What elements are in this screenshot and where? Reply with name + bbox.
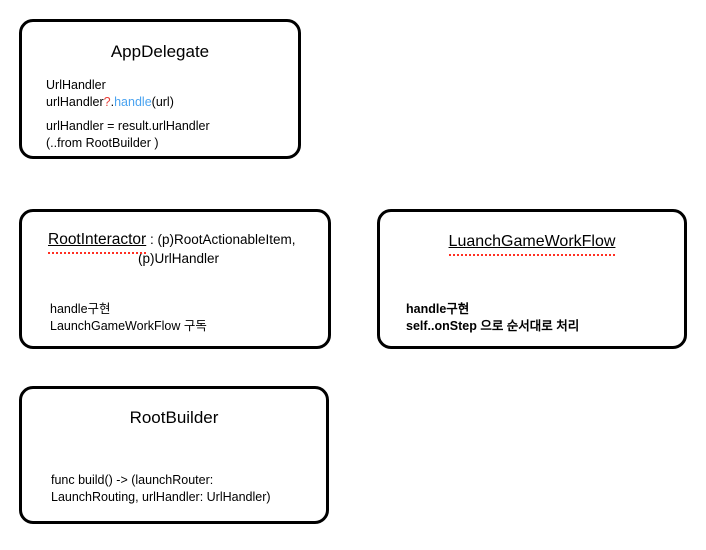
node-appdelegate-body-block-2: urlHandler = result.urlHandler (..from R… [46,118,210,152]
node-launchgameworkflow-title-wrap: LuanchGameWorkFlow [380,232,684,256]
node-rootinteractor-header-line-1: RootInteractor : (p)RootActionableItem, [48,230,318,254]
node-rootinteractor-body-line-1: handle구현 [50,302,111,316]
node-rootinteractor-conformances-2: (p)UrlHandler [138,251,220,266]
node-launchgameworkflow-body: handle구현 self..onStep 으로 순서대로 처리 [406,301,579,335]
node-rootinteractor[interactable]: RootInteractor : (p)RootActionableItem, … [19,209,331,349]
member-access-dot: . [110,95,115,109]
node-rootbuilder-body: func build() -> (launchRouter: LaunchRou… [51,472,271,506]
node-appdelegate-title: AppDelegate [110,42,210,61]
node-appdelegate[interactable]: AppDelegate UrlHandler urlHandler?.handl… [19,19,301,159]
node-appdelegate-line-handle-call: urlHandler?.handle(url) [46,94,174,111]
node-appdelegate-body-block-1: UrlHandler urlHandler?.handle(url) [46,77,174,111]
handle-call-args: (url) [151,95,174,109]
node-rootinteractor-body-line-2: LaunchGameWorkFlow 구독 [50,319,207,333]
node-rootbuilder-title: RootBuilder [129,408,219,427]
node-launchgameworkflow-title: LuanchGameWorkFlow [448,233,616,256]
node-appdelegate-assignment-line: urlHandler = result.urlHandler [46,119,210,133]
handle-method-name: handle [114,95,152,109]
node-launchgameworkflow-onstep-ref: self..onStep [406,319,477,333]
node-launchgameworkflow-onstep-note: 으로 순서대로 처리 [476,319,580,333]
node-rootbuilder-body-line-1: func build() -> (launchRouter: [51,473,214,487]
node-rootinteractor-header: RootInteractor : (p)RootActionableItem, … [48,230,318,267]
optional-chain-marker: ? [103,95,111,109]
node-appdelegate-source-note-line: (..from RootBuilder ) [46,136,159,150]
node-launchgameworkflow[interactable]: LuanchGameWorkFlow handle구현 self..onStep… [377,209,687,349]
handle-call-receiver: urlHandler [46,95,104,109]
node-launchgameworkflow-body-line-1: handle구현 [406,302,470,316]
node-rootinteractor-conformances-1: : (p)RootActionableItem, [146,232,296,247]
node-rootbuilder[interactable]: RootBuilder func build() -> (launchRoute… [19,386,329,524]
node-appdelegate-line-urlhandler-type: UrlHandler [46,78,106,92]
node-launchgameworkflow-body-line-2: self..onStep 으로 순서대로 처리 [406,318,579,335]
node-rootbuilder-body-line-2: LaunchRouting, urlHandler: UrlHandler) [51,490,271,504]
node-rootinteractor-title: RootInteractor [48,231,147,254]
node-rootinteractor-body: handle구현 LaunchGameWorkFlow 구독 [50,301,207,335]
